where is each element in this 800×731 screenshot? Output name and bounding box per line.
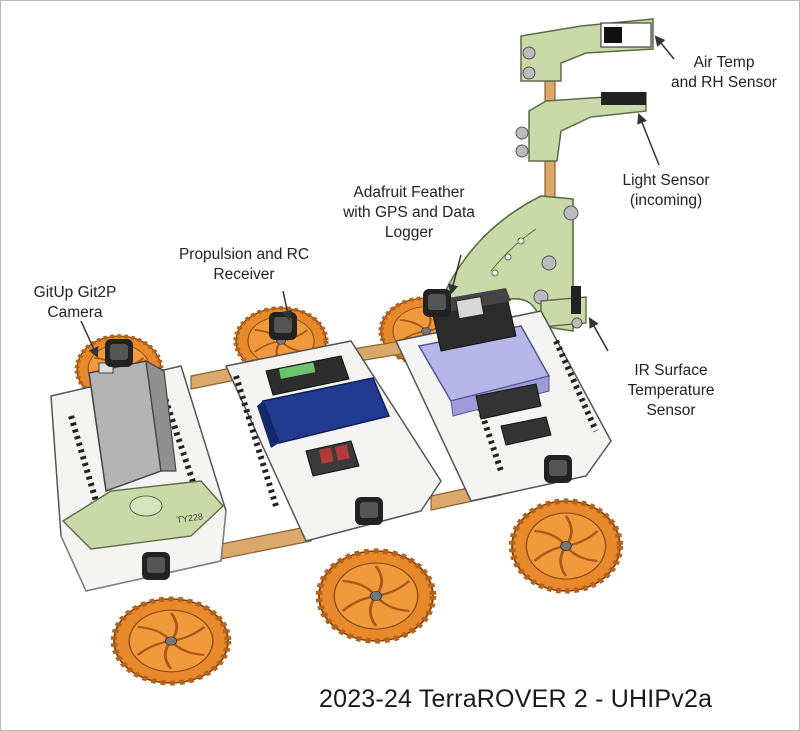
label-adafruit-feather: Adafruit Feather with GPS and Data Logge… — [343, 184, 475, 241]
wheel-front-left — [114, 599, 228, 683]
part-number: TY228 — [176, 511, 204, 525]
chassis-middle — [224, 340, 442, 542]
label-ir-surface-temp: IR Surface Temperature Sensor — [627, 362, 715, 419]
label-propulsion-rc: Propulsion and RC Receiver — [178, 246, 310, 283]
label-light-sensor: Light Sensor (incoming) — [622, 172, 710, 209]
label-air-temp-rh: Air Temp and RH Sensor — [671, 54, 777, 91]
callout-arrows — [80, 35, 675, 358]
figure-caption: 2023-24 TerraROVER 2 - UHIPv2a — [319, 685, 713, 713]
wheel-front-middle — [319, 551, 433, 641]
label-gitup-camera: GitUp Git2P Camera — [33, 284, 117, 321]
chassis-right — [394, 288, 612, 502]
chassis-left — [50, 359, 227, 592]
wheel-front-right — [512, 501, 620, 591]
